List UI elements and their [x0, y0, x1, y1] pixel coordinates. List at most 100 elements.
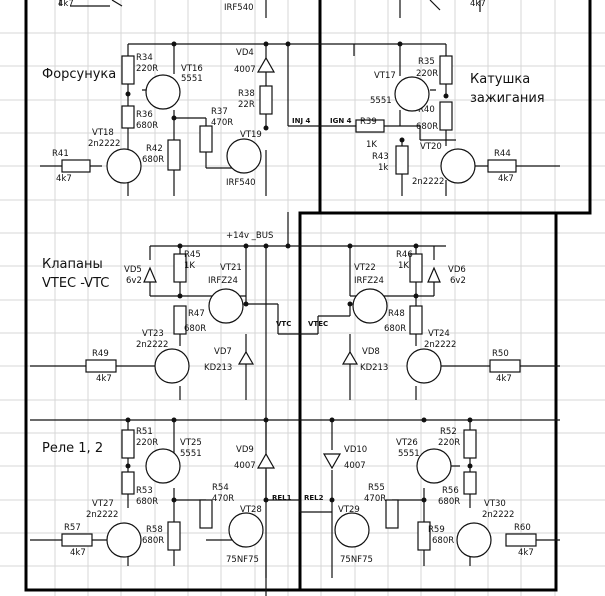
VT18-ref: VT18: [92, 128, 114, 138]
VD9-symbol: [256, 452, 276, 469]
R53-body: [121, 471, 135, 495]
R36-ref: R36: [136, 110, 153, 120]
R60-body: [505, 533, 537, 547]
VT22-symbol: [352, 288, 388, 324]
R54-body: [199, 499, 213, 529]
VD9-val: 4007: [234, 461, 256, 471]
VD7-symbol: [237, 350, 255, 365]
injector-block: Форсунука R34 220R R36 680R R37 470R R38…: [40, 41, 372, 196]
R44-ref: R44: [494, 149, 511, 159]
R45-body: [173, 253, 187, 283]
R34-val: 220R: [136, 64, 158, 74]
VT26-symbol: [416, 448, 452, 484]
VD9-ref: VD9: [236, 445, 254, 455]
VT20-ref: VT20: [420, 142, 442, 152]
R41-ref: R41: [52, 149, 69, 159]
VT24-symbol: [406, 348, 442, 384]
VD4-ref: VD4: [236, 48, 254, 58]
R38-val: 22R: [238, 100, 255, 110]
R57-val: 4k7: [70, 548, 86, 558]
R50-val: 4k7: [496, 374, 512, 384]
VD10-symbol: [322, 453, 342, 470]
R41-val: 4k7: [56, 174, 72, 184]
VT24-val: 2n2222: [424, 340, 456, 350]
R40-val: 680R: [416, 122, 438, 132]
top-center-value: IRF540: [224, 3, 254, 13]
net-ign: IGN 4: [330, 117, 352, 125]
R36-val: 680R: [136, 121, 158, 131]
R57-ref: R57: [64, 523, 81, 533]
VT25-val: 5551: [180, 449, 202, 459]
VT18-symbol: [106, 148, 142, 184]
VT17-ref: VT17: [374, 71, 396, 81]
R48-ref: R48: [388, 309, 405, 319]
VT29-val: 75NF75: [340, 555, 373, 565]
top-left-value: 4k7: [58, 0, 74, 9]
R44-body: [487, 159, 517, 173]
VD5-ref: VD5: [124, 265, 142, 275]
R51-ref: R51: [136, 427, 153, 437]
VT18-val: 2n2222: [88, 139, 120, 149]
R53-ref: R53: [136, 486, 153, 496]
VT23-symbol: [154, 348, 190, 384]
R48-val: 680R: [384, 324, 406, 334]
R36-body: [121, 105, 135, 129]
R55-val: 470R: [364, 494, 386, 504]
VD8-ref: VD8: [362, 347, 380, 357]
VD10-ref: VD10: [344, 445, 367, 455]
coil-block: Катушка зажигания R35 220R R39 1K R40 68…: [330, 41, 560, 196]
VD8-symbol: [341, 350, 359, 365]
R50-body: [489, 359, 521, 373]
VT28-val: 75NF75: [226, 555, 259, 565]
net-rel1: REL1: [272, 494, 292, 502]
R51-body: [121, 429, 135, 459]
VT24-ref: VT24: [428, 329, 450, 339]
net-vtc: VTC: [276, 320, 291, 328]
VT21-val: IRFZ24: [208, 276, 238, 286]
valves-block: Клапаны VTEC -VTC +14v _BUS R45 1K R46 1…: [30, 212, 560, 596]
VT23-ref: VT23: [142, 329, 164, 339]
top-right-value: 4k7: [470, 0, 486, 9]
R39-ref: R39: [360, 117, 377, 127]
VT29-ref: VT29: [338, 505, 360, 515]
VT28-symbol: [228, 512, 264, 548]
R57-body: [61, 533, 93, 547]
R48-body: [409, 305, 423, 335]
R56-body: [463, 471, 477, 495]
VD7-ref: VD7: [214, 347, 232, 357]
label-valves-2: VTEC -VTC: [42, 276, 109, 291]
R54-ref: R54: [212, 483, 229, 493]
VT28-ref: VT28: [240, 505, 262, 515]
label-injector: Форсунука: [42, 67, 116, 82]
net-bus: +14v _BUS: [226, 231, 273, 241]
VT22-val: IRFZ24: [354, 276, 384, 286]
VT16-val: 5551: [181, 74, 203, 84]
R39-val: 1K: [366, 140, 377, 150]
VT30-symbol: [456, 522, 492, 558]
VT19-ref: VT19: [240, 130, 262, 140]
R40-body: [439, 101, 453, 131]
VT30-ref: VT30: [484, 499, 506, 509]
VT29-symbol: [334, 512, 370, 548]
R43-val: 1k: [378, 163, 388, 173]
VT25-ref: VT25: [180, 438, 202, 448]
R60-ref: R60: [514, 523, 531, 533]
R58-val: 680R: [142, 536, 164, 546]
R42-body: [167, 139, 181, 171]
VD5-symbol: [143, 266, 157, 283]
R49-ref: R49: [92, 349, 109, 359]
net-inj: INJ 4: [292, 117, 311, 125]
R37-ref: R37: [211, 107, 228, 117]
R46-body: [409, 253, 423, 283]
VT27-val: 2n2222: [86, 510, 118, 520]
VD6-val: 6v2: [450, 276, 466, 286]
R35-body: [439, 55, 453, 85]
relays-block: Реле 1, 2 R51 220R R52 220R R53 680R R54…: [30, 417, 560, 578]
VD6-symbol: [427, 266, 441, 283]
R59-body: [417, 521, 431, 551]
VT26-ref: VT26: [396, 438, 418, 448]
R45-ref: R45: [184, 250, 201, 260]
R46-val: 1K: [398, 261, 409, 271]
R34-body: [121, 55, 135, 85]
